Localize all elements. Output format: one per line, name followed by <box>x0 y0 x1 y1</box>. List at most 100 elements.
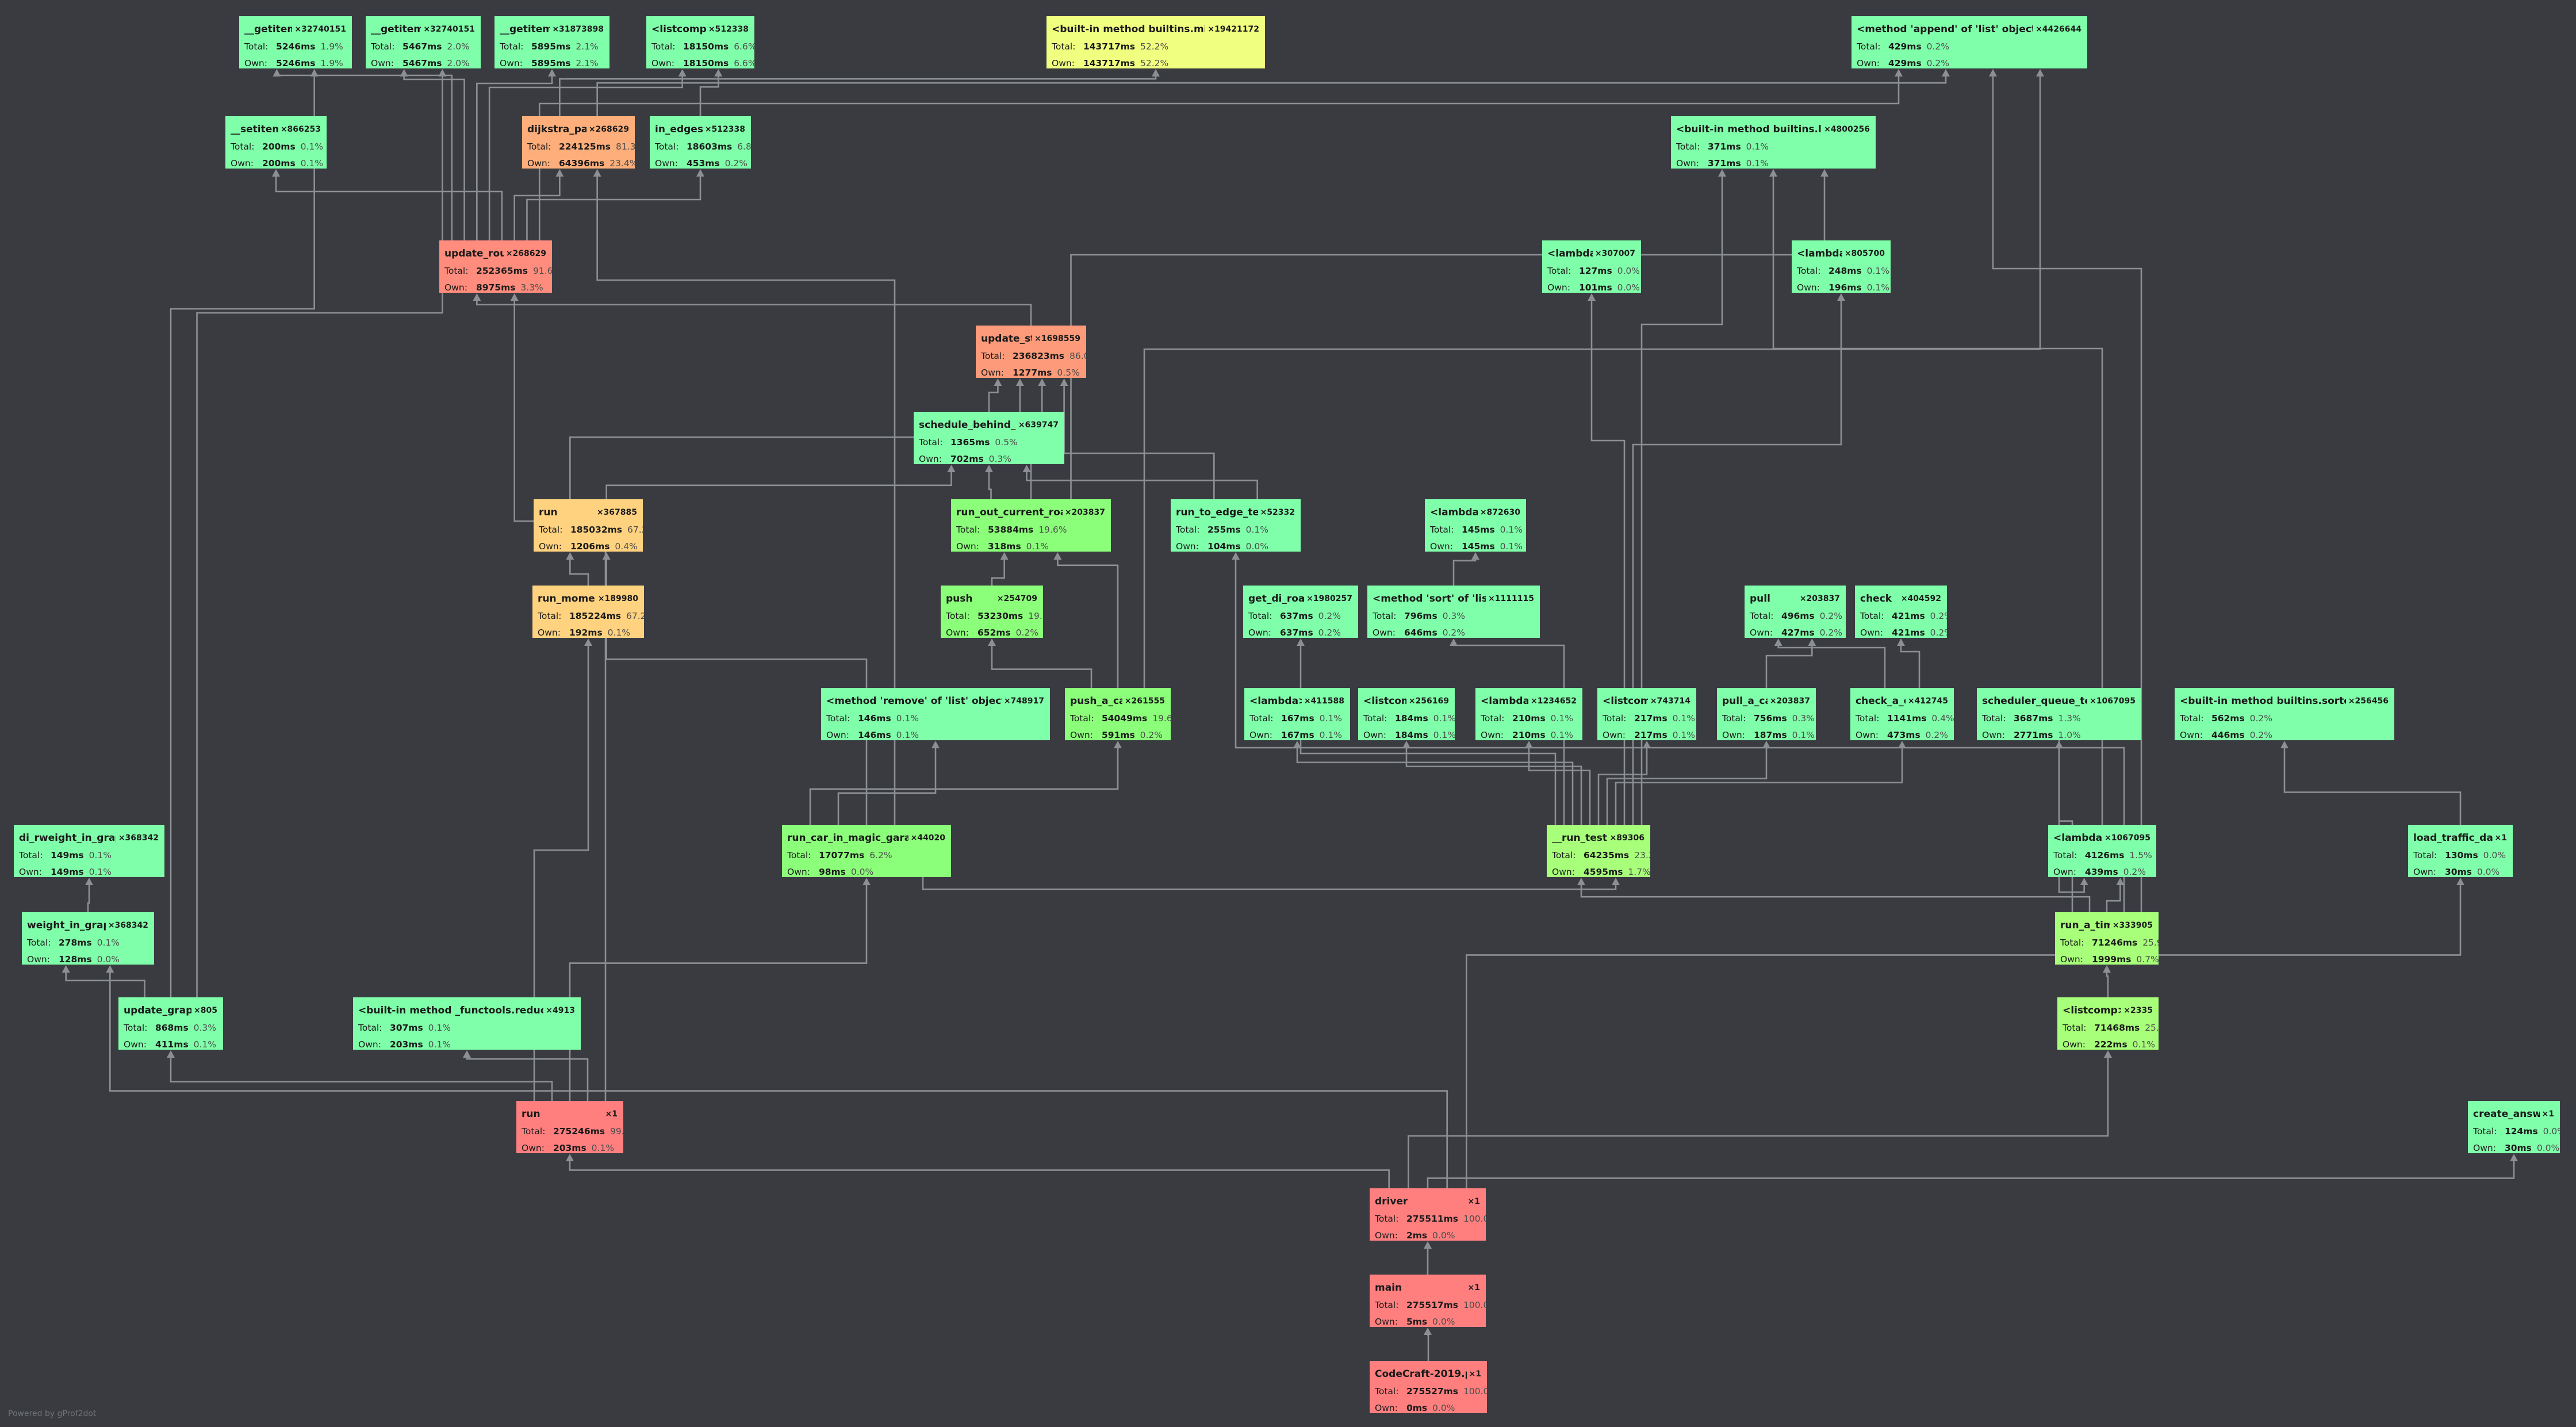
own-line: Own: 318ms 0.1% <box>956 538 1105 552</box>
arrowhead <box>714 69 723 76</box>
call-node[interactable]: __getitem__ ×32740151 Total: 5246ms 1.9%… <box>239 16 352 68</box>
own-line: Own: 196ms 0.1% <box>1797 280 1889 293</box>
call-node[interactable]: create_answer ×1 Total: 124ms 0.0% Own: … <box>2468 1101 2560 1153</box>
own-label: Own: <box>1430 541 1453 552</box>
call-node[interactable]: <lambda> ×805700 Total: 248ms 0.1% Own: … <box>1792 240 1891 293</box>
call-count: ×367885 <box>596 508 637 517</box>
call-node[interactable]: scheduler_queue_test ×1067095 Total: 368… <box>1977 688 2141 740</box>
call-node[interactable]: <method 'sort' of 'list' objects> ×11111… <box>1367 586 1540 638</box>
call-count: ×368342 <box>118 833 159 843</box>
node-header: __setitem__ ×866253 <box>231 121 321 139</box>
call-node[interactable]: run_a_time ×333905 Total: 71246ms 25.9% … <box>2055 912 2159 965</box>
call-count: ×368342 <box>108 921 148 930</box>
call-node[interactable]: update_route ×268629 Total: 252365ms 91.… <box>439 240 552 293</box>
call-node[interactable]: main ×1 Total: 275517ms 100.0% Own: 5ms … <box>1370 1275 1486 1327</box>
call-node[interactable]: weight_in_graph ×368342 Total: 278ms 0.1… <box>22 912 154 965</box>
call-node[interactable]: __getitem__ ×31873898 Total: 5895ms 2.1%… <box>494 16 610 68</box>
total-percent: 0.1% <box>1672 713 1695 724</box>
call-node[interactable]: <method 'remove' of 'list' objects> ×748… <box>821 688 1050 740</box>
own-percent: 0.5% <box>1057 368 1080 378</box>
call-node[interactable]: <listcomp> ×512338 Total: 18150ms 6.6% O… <box>646 16 754 68</box>
total-time: 54049ms <box>1101 713 1148 724</box>
total-time: 17077ms <box>818 850 865 860</box>
call-count: ×1980257 <box>1306 594 1352 603</box>
own-time: 591ms <box>1101 730 1135 740</box>
call-count: ×203837 <box>1064 508 1105 517</box>
call-node[interactable]: <listcomp> ×743714 Total: 217ms 0.1% Own… <box>1597 688 1696 740</box>
call-count: ×1067095 <box>2104 833 2150 843</box>
node-header: scheduler_queue_test ×1067095 <box>1982 693 2136 710</box>
node-header: <lambda> ×872630 <box>1430 504 1520 522</box>
call-node[interactable]: run_out_current_road ×203837 Total: 5388… <box>951 499 1111 552</box>
call-node[interactable]: run ×367885 Total: 185032ms 67.2% Own: 1… <box>534 499 643 552</box>
total-time: 868ms <box>155 1023 189 1033</box>
call-node[interactable]: <built-in method builtins.min> ×19421172… <box>1046 16 1265 68</box>
call-node[interactable]: <built-in method builtins.len> ×4800256 … <box>1671 116 1876 169</box>
call-node[interactable]: check_a_car ×412745 Total: 1141ms 0.4% O… <box>1850 688 1954 740</box>
call-node[interactable]: run_car_in_magic_garage ×44020 Total: 17… <box>782 825 951 877</box>
call-node[interactable]: update_graph ×805 Total: 868ms 0.3% Own:… <box>118 997 223 1050</box>
call-node[interactable]: push_a_car ×261555 Total: 54049ms 19.6% … <box>1065 688 1171 740</box>
call-node[interactable]: pull ×203837 Total: 496ms 0.2% Own: 427m… <box>1745 586 1846 638</box>
total-time: 236823ms <box>1012 351 1065 361</box>
call-node[interactable]: in_edges ×512338 Total: 18603ms 6.8% Own… <box>650 116 751 169</box>
function-name: dijkstra_path <box>527 124 586 135</box>
total-line: Total: 562ms 0.2% <box>2180 710 2389 727</box>
total-line: Total: 275246ms 99.9% <box>522 1123 623 1140</box>
own-percent: 2.1% <box>576 58 599 68</box>
call-node[interactable]: driver ×1 Total: 275511ms 100.0% Own: 2m… <box>1370 1188 1486 1241</box>
call-node[interactable]: run_to_edge_test ×52332 Total: 255ms 0.1… <box>1171 499 1301 552</box>
call-node[interactable]: <built-in method _functools.reduce> ×491… <box>353 997 581 1050</box>
call-edge <box>1405 746 1582 825</box>
call-node[interactable]: CodeCraft-2019.py ×1 Total: 275527ms 100… <box>1370 1361 1487 1413</box>
call-node[interactable]: dijkstra_path ×268629 Total: 224125ms 81… <box>522 116 635 169</box>
total-label: Total: <box>538 611 562 621</box>
call-node[interactable]: <lambda> ×1234652 Total: 210ms 0.1% Own:… <box>1475 688 1582 740</box>
call-node[interactable]: schedule_behind_car ×639747 Total: 1365m… <box>914 412 1064 464</box>
node-header: push ×254709 <box>946 591 1037 608</box>
arrowhead <box>931 741 940 748</box>
own-line: Own: 101ms 0.0% <box>1547 280 1640 293</box>
call-node[interactable]: <built-in method builtins.sorted> ×25645… <box>2175 688 2394 740</box>
call-node[interactable]: <listcomp> ×2335 Total: 71468ms 25.9% Ow… <box>2057 997 2159 1050</box>
own-line: Own: 184ms 0.1% <box>1363 727 1455 740</box>
call-node[interactable]: <lambda> ×872630 Total: 145ms 0.1% Own: … <box>1425 499 1526 552</box>
own-time: 210ms <box>1512 730 1546 740</box>
function-name: __getitem__ <box>371 24 421 35</box>
call-count: ×4426644 <box>2035 25 2082 34</box>
total-line: Total: 217ms 0.1% <box>1603 710 1695 727</box>
own-line: Own: 203ms 0.1% <box>522 1140 618 1153</box>
call-node[interactable]: check ×404592 Total: 421ms 0.2% Own: 421… <box>1855 586 1947 638</box>
call-node[interactable]: <listcomp> ×256169 Total: 184ms 0.1% Own… <box>1358 688 1455 740</box>
own-time: 196ms <box>1828 282 1862 293</box>
call-edge <box>513 174 561 240</box>
call-node[interactable]: pull_a_car ×203837 Total: 756ms 0.3% Own… <box>1717 688 1816 740</box>
call-node[interactable]: load_traffic_data ×1 Total: 130ms 0.0% O… <box>2408 825 2513 877</box>
call-node[interactable]: <lambda> ×1067095 Total: 4126ms 1.5% Own… <box>2048 825 2156 877</box>
own-time: 427ms <box>1781 628 1815 638</box>
call-node[interactable]: <lambda> ×411588 Total: 167ms 0.1% Own: … <box>1244 688 1350 740</box>
total-percent: 0.2% <box>2249 713 2272 724</box>
call-node[interactable]: update_stat ×1698559 Total: 236823ms 86.… <box>976 326 1086 378</box>
node-header: get_di_road ×1980257 <box>1248 591 1352 608</box>
total-percent: 100.0% <box>1463 1214 1486 1224</box>
call-node[interactable]: <lambda> ×307007 Total: 127ms 0.0% Own: … <box>1542 240 1641 293</box>
call-node[interactable]: <method 'append' of 'list' objects> ×442… <box>1851 16 2087 68</box>
total-line: Total: 53230ms 19.3% <box>946 608 1043 625</box>
call-node[interactable]: __getitem__ ×32740151 Total: 5467ms 2.0%… <box>366 16 481 68</box>
total-line: Total: 146ms 0.1% <box>826 710 1044 727</box>
call-edge <box>605 470 952 499</box>
call-node[interactable]: di_rweight_in_graph ×368342 Total: 149ms… <box>14 825 164 877</box>
node-header: <method 'remove' of 'list' objects> ×748… <box>826 693 1044 710</box>
function-name: di_rweight_in_graph <box>19 832 116 844</box>
call-node[interactable]: __setitem__ ×866253 Total: 200ms 0.1% Ow… <box>225 116 327 169</box>
call-node[interactable]: run_moment ×189980 Total: 185224ms 67.2%… <box>532 586 644 638</box>
call-node[interactable]: get_di_road ×1980257 Total: 637ms 0.2% O… <box>1243 586 1358 638</box>
total-time: 371ms <box>1707 141 1741 152</box>
call-count: ×44020 <box>910 833 945 843</box>
total-label: Total: <box>1860 611 1884 621</box>
arrowhead <box>1038 378 1046 386</box>
call-node[interactable]: push ×254709 Total: 53230ms 19.3% Own: 6… <box>941 586 1043 638</box>
call-node[interactable]: run ×1 Total: 275246ms 99.9% Own: 203ms … <box>516 1101 623 1153</box>
call-node[interactable]: __run_test ×89306 Total: 64235ms 23.3% O… <box>1547 825 1650 877</box>
